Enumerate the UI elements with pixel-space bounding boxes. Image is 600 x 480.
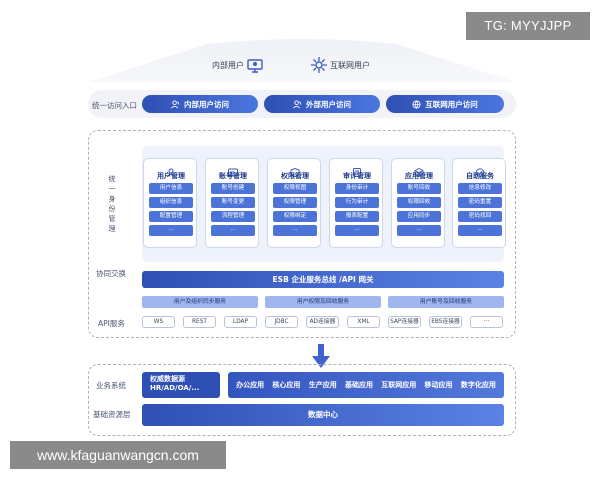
internet-user-icon [310,56,328,78]
business-app: 移动应用 [424,381,453,389]
api-item: LDAP [224,316,257,328]
business-app: 核心应用 [272,381,301,389]
sync-service: 用户及组织同步服务 [142,296,258,308]
business-app: 基础应用 [344,381,373,389]
identity-label: 统 一 身 份 管 理 [108,175,116,233]
card-item: 用户信息 [149,183,193,194]
card-item: 身份审计 [335,183,379,194]
sync-service: 用户账号及回收服务 [388,296,504,308]
internal-user-icon [246,56,264,78]
card-item: 流程管理 [211,211,255,222]
api-item: ··· [470,316,503,328]
card-item: 密码找回 [458,211,502,222]
card-item: 密码重置 [458,197,502,208]
card-user-management: 用户管理 用户信息 组织信息 配置管理 ··· [143,158,197,248]
business-app: 互联网应用 [381,381,417,389]
card-permission-management: 权限管理 权限视图 权限管理 权限绑定 ··· [267,158,321,248]
access-entry-label: 统一访问入口 [92,101,137,110]
card-app-management: 应用管理 账号回收 权限回收 应用同步 ··· [391,158,445,248]
globe-icon [412,99,421,109]
card-item: ··· [458,225,502,236]
api-item: JDBC [265,316,298,328]
card-account-management: 账号管理 账号创建 账号变更 流程管理 ··· [205,158,259,248]
roof-shape [88,39,516,82]
card-item: 信息修改 [458,183,502,194]
card-item: 应用同步 [397,211,441,222]
card-title: 账号管理 [219,172,247,180]
authoritative-source-box: 权威数据源 HR/AD/OA/... [142,372,220,398]
card-self-service: 自助服务 信息修改 密码重置 密码找回 ··· [452,158,506,248]
card-item: 账号变更 [211,197,255,208]
card-item: ··· [149,225,193,236]
card-title: 应用管理 [405,172,433,180]
external-access-pill: 外部用户访问 [264,95,380,113]
card-item: 行为审计 [335,197,379,208]
api-item: EBS连接器 [429,316,462,328]
card-item: ··· [397,225,441,236]
shield-icon [268,162,322,181]
card-item: 权限绑定 [273,211,317,222]
authoritative-source-title: 权威数据源 [150,375,185,383]
card-title: 用户管理 [157,172,185,180]
card-title: 自助服务 [466,172,494,180]
card-item: 组织信息 [149,197,193,208]
self-service-icon [453,162,507,181]
business-layer-frame [88,364,516,436]
card-item: 账号创建 [211,183,255,194]
card-item: ··· [273,225,317,236]
card-item: 权限回收 [397,197,441,208]
internet-access-pill: 互联网用户访问 [386,95,504,113]
api-label: API服务 [98,319,125,328]
id-card-icon [206,162,260,181]
api-item: REST [183,316,216,328]
card-item: 账号回收 [397,183,441,194]
datacenter-bar: 数据中心 [142,404,504,426]
cube-icon [392,162,446,181]
internet-user-label: 互联网用户 [330,61,370,70]
card-item: ··· [335,225,379,236]
card-title: 审计管理 [343,172,371,180]
card-item: 权限管理 [273,197,317,208]
internet-access-text: 互联网用户访问 [425,99,478,109]
api-item: XML [347,316,380,328]
card-item: 报表配置 [335,211,379,222]
user-icon [144,162,198,181]
business-label: 业务系统 [96,381,126,390]
esb-gateway-bar: ESB 企业服务总线 /API 网关 [142,271,504,288]
internal-user-label: 内部用户 [212,61,244,70]
authoritative-source-list: HR/AD/OA/... [150,384,200,392]
card-title: 权限管理 [281,172,309,180]
card-item: 权限视图 [273,183,317,194]
sync-service: 用户权限及回收服务 [265,296,381,308]
api-item: WS [142,316,175,328]
identity-platform-frame [88,130,516,338]
card-audit-management: 审计管理 身份审计 行为审计 报表配置 ··· [329,158,383,248]
users-icon [171,99,179,108]
api-item: AD连接器 [306,316,339,328]
internal-access-text: 内部用户访问 [184,99,229,109]
down-arrow-icon [312,344,330,368]
business-app: 生产应用 [308,381,337,389]
business-apps-bar: 办公应用 核心应用 生产应用 基础应用 互联网应用 移动应用 数字化应用 [228,372,504,398]
business-app: 办公应用 [236,381,265,389]
watermark-bottom: www.kfaguanwangcn.com [10,441,226,469]
business-app: 数字化应用 [460,381,496,389]
api-item: SAP连接器 [388,316,421,328]
external-access-text: 外部用户访问 [306,99,351,109]
watermark-top: TG: MYYJJPP [466,12,590,40]
users-icon [293,99,301,108]
infra-label: 基础资源层 [93,410,131,419]
audit-icon [330,162,384,181]
card-item: ··· [211,225,255,236]
internal-access-pill: 内部用户访问 [142,95,258,113]
collab-label: 协同交换 [96,269,126,278]
card-item: 配置管理 [149,211,193,222]
